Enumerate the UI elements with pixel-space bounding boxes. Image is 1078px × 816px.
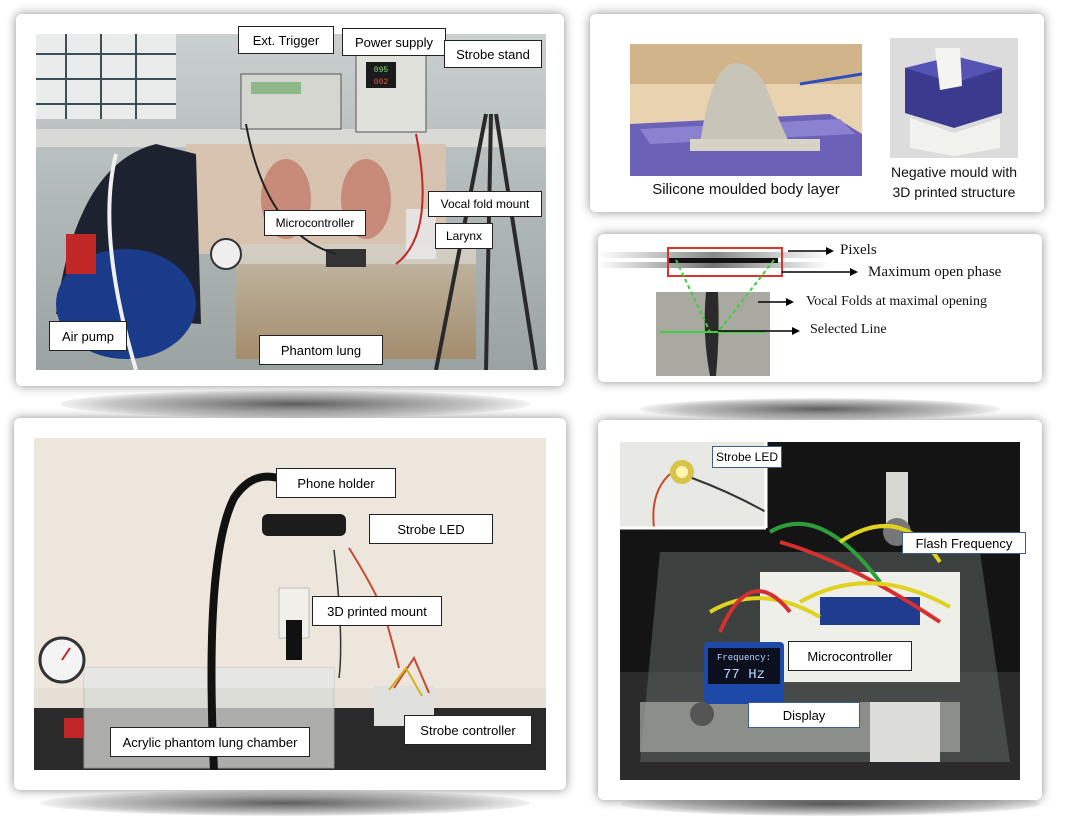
label-phone-holder: Phone holder <box>276 468 396 498</box>
silicone-layer-photo <box>630 44 862 176</box>
panel-a-shadow <box>60 390 530 418</box>
label-strobe-led-inset: Strobe LED <box>712 446 782 468</box>
panel-c-shadow <box>640 398 1000 420</box>
label-display: Display <box>748 702 860 728</box>
panel-b-moulds: Silicone moulded body layer Negative mou… <box>590 14 1044 212</box>
label-vocal-folds-maximal-opening: Vocal Folds at maximal opening <box>806 294 987 309</box>
label-3d-printed-mount: 3D printed mount <box>312 596 442 626</box>
oled-frequency-label: Frequency: <box>717 653 771 663</box>
panel-c-line-selection: Pixels Maximum open phase Vocal Folds at… <box>598 234 1042 382</box>
label-ext-trigger: Ext. Trigger <box>238 26 334 54</box>
label-selected-line: Selected Line <box>810 322 887 337</box>
panel-e-strobe-controller: Frequency: 77 Hz Strobe LED Flash Freque… <box>598 420 1042 800</box>
label-strobe-controller: Strobe controller <box>404 715 532 745</box>
label-larynx: Larynx <box>435 223 493 249</box>
caption-negative-mould-line1: Negative mould with <box>890 164 1018 180</box>
caption-silicone-layer: Silicone moulded body layer <box>652 181 840 198</box>
caption-negative-mould-line2: 3D printed structure <box>892 184 1016 200</box>
label-power-supply: Power supply <box>342 28 446 56</box>
label-microcontroller-board: Microcontroller <box>788 641 912 671</box>
label-pixels: Pixels <box>840 242 877 258</box>
panel-a-bench-setup: 095 002 Ext. Trigger Power supply Strobe… <box>16 14 564 386</box>
negative-mould-photo <box>890 38 1018 158</box>
label-strobe-stand: Strobe stand <box>444 40 542 68</box>
controller-photo: Frequency: 77 Hz <box>620 442 1020 780</box>
label-maximum-open-phase: Maximum open phase <box>868 264 1002 280</box>
line-selection-diagram <box>598 247 858 376</box>
label-microcontroller: Microcontroller <box>264 210 366 236</box>
label-acrylic-chamber: Acrylic phantom lung chamber <box>110 727 310 757</box>
psu-readout-voltage: 095 <box>374 66 389 75</box>
panel-d-shadow <box>40 790 530 816</box>
panel-d-chamber-setup: Phone holder Strobe LED 3D printed mount… <box>14 418 566 790</box>
label-air-pump: Air pump <box>49 321 127 351</box>
label-flash-frequency: Flash Frequency <box>902 532 1026 554</box>
psu-readout-current: 002 <box>374 78 389 87</box>
label-strobe-led: Strobe LED <box>369 514 493 544</box>
oled-frequency-value: 77 Hz <box>723 667 765 683</box>
label-vocal-fold-mount: Vocal fold mount <box>428 191 542 217</box>
label-phantom-lung: Phantom lung <box>259 335 383 365</box>
